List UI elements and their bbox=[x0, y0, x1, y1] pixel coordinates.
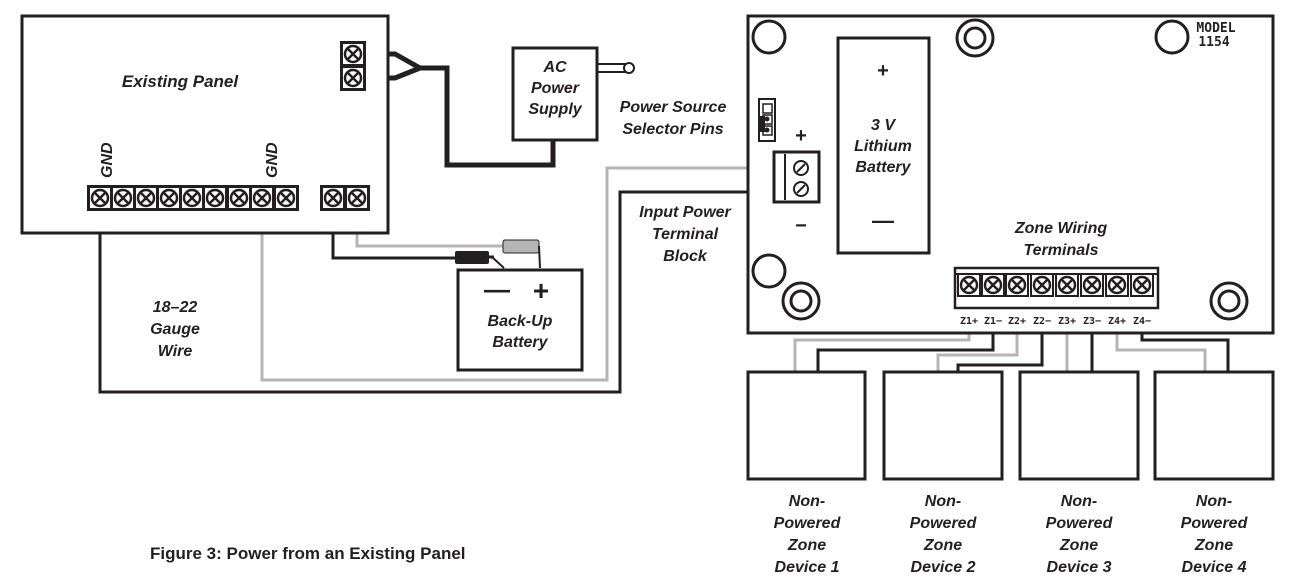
device-label: Device 1 bbox=[775, 559, 840, 576]
device-label: Powered bbox=[1046, 515, 1114, 532]
figure-caption: Figure 3: Power from an Existing Panel bbox=[150, 544, 466, 563]
device-label: Non- bbox=[925, 493, 961, 510]
wire-gauge-label-2: Gauge bbox=[150, 321, 200, 338]
zone-label: Z1− bbox=[984, 316, 1002, 327]
ac-wire-black bbox=[365, 51, 556, 168]
device-label: Zone bbox=[1194, 537, 1233, 554]
mounting-hole-icon bbox=[1154, 19, 1190, 55]
panel-battery-terminal-1 bbox=[320, 185, 346, 211]
input-power-terminal-block bbox=[772, 150, 821, 204]
input-block-label-3: Block bbox=[663, 248, 708, 265]
backup-battery-line1: Back-Up bbox=[488, 313, 553, 330]
zone-label: Z1+ bbox=[960, 316, 978, 327]
zone-device-4: Non- Powered Zone Device 4 bbox=[1153, 370, 1275, 576]
model-number: 1154 bbox=[1198, 35, 1229, 50]
ac-supply-line3: Supply bbox=[528, 101, 582, 118]
gnd-label-right: GND bbox=[264, 142, 281, 178]
zone-device-1: Non- Powered Zone Device 1 bbox=[746, 370, 867, 576]
zone-label: Z4+ bbox=[1108, 316, 1126, 327]
battery-clip-gray-icon bbox=[502, 239, 540, 254]
mounting-hole-icon bbox=[955, 18, 995, 58]
input-minus-label: − bbox=[795, 215, 807, 237]
zone-terminal-labels: Z1+ Z1− Z2+ Z2− Z3+ Z3− Z4+ Z4− bbox=[960, 316, 1151, 327]
input-block-label-1: Input Power bbox=[639, 204, 731, 221]
device-label: Device 3 bbox=[1047, 559, 1112, 576]
existing-panel-title: Existing Panel bbox=[122, 72, 239, 91]
zone-device-3: Non- Powered Zone Device 3 bbox=[1018, 370, 1140, 576]
device-label: Device 2 bbox=[911, 559, 976, 576]
zone-terminal-screws bbox=[956, 272, 1155, 298]
zone-terminals-label-2: Terminals bbox=[1024, 242, 1099, 259]
mounting-hole-icon bbox=[781, 281, 821, 321]
model-label: MODEL bbox=[1196, 21, 1235, 36]
wire-gauge-label-3: Wire bbox=[158, 343, 193, 360]
mounting-hole-icon bbox=[1209, 281, 1249, 321]
selector-pins-label-2: Selector Pins bbox=[622, 121, 723, 138]
zone-device-2: Non- Powered Zone Device 2 bbox=[882, 370, 1004, 576]
mounting-hole-icon bbox=[751, 19, 787, 55]
backup-battery: — + Back-Up Battery bbox=[456, 268, 584, 372]
device-label: Zone bbox=[1059, 537, 1098, 554]
zone-terminals-label-1: Zone Wiring bbox=[1014, 220, 1108, 237]
ac-supply-line2: Power bbox=[531, 80, 580, 97]
backup-battery-plus: + bbox=[533, 275, 549, 306]
gnd-label-left: GND bbox=[99, 142, 116, 178]
gnd-wire-black bbox=[98, 190, 785, 394]
lithium-battery-line2: Lithium bbox=[854, 138, 912, 155]
zone-label: Z3− bbox=[1083, 316, 1101, 327]
lithium-battery-minus: — bbox=[872, 208, 894, 233]
device-label: Non- bbox=[1196, 493, 1232, 510]
panel-battery-terminal-2 bbox=[344, 185, 370, 211]
input-plus-label: + bbox=[795, 125, 807, 147]
model-1154-board: MODEL 1154 + − + 3 V Lithium bbox=[746, 14, 1275, 335]
panel-terminal-strip bbox=[87, 185, 299, 211]
selector-pins-label-1: Power Source bbox=[620, 99, 727, 116]
device-label: Device 4 bbox=[1182, 559, 1247, 576]
lithium-battery-line1: 3 V bbox=[871, 117, 896, 134]
device-label: Zone bbox=[923, 537, 962, 554]
backup-battery-minus: — bbox=[484, 274, 510, 304]
selector-pins-icon bbox=[758, 98, 776, 142]
ac-plug-tip-icon bbox=[623, 62, 635, 74]
device-label: Powered bbox=[910, 515, 978, 532]
battery-clip-black-icon bbox=[455, 251, 489, 264]
zone-label: Z2+ bbox=[1008, 316, 1026, 327]
zone-label: Z3+ bbox=[1058, 316, 1076, 327]
zone-label: Z2− bbox=[1033, 316, 1051, 327]
mounting-hole-icon bbox=[751, 253, 787, 289]
device-label: Powered bbox=[1181, 515, 1249, 532]
power-wire-gray bbox=[260, 166, 785, 382]
lithium-battery: + 3 V Lithium Battery — bbox=[836, 36, 931, 255]
ac-supply-line1: AC bbox=[542, 59, 567, 76]
existing-panel: Existing Panel GND GND bbox=[20, 14, 390, 235]
device-label: Powered bbox=[774, 515, 842, 532]
device-label: Zone bbox=[787, 537, 826, 554]
wire-gauge-label-1: 18–22 bbox=[153, 299, 198, 316]
input-block-label-2: Terminal bbox=[652, 226, 719, 243]
device-label: Non- bbox=[1061, 493, 1097, 510]
zone-label: Z4− bbox=[1133, 316, 1151, 327]
backup-battery-line2: Battery bbox=[492, 334, 548, 351]
device-label: Non- bbox=[789, 493, 825, 510]
panel-ac-terminal-2 bbox=[340, 65, 366, 91]
ac-power-supply: AC Power Supply bbox=[511, 46, 599, 142]
lithium-battery-plus: + bbox=[877, 60, 889, 82]
lithium-battery-line3: Battery bbox=[855, 159, 911, 176]
panel-ac-terminal-1 bbox=[340, 41, 366, 67]
